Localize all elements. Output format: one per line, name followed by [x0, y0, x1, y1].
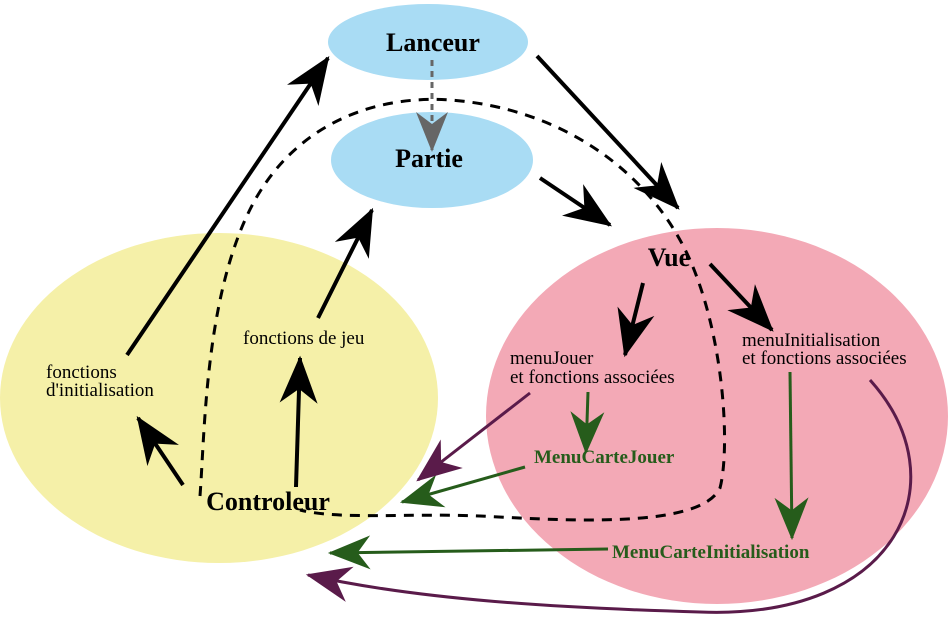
arrow-carteinit-controleur	[327, 535, 609, 570]
arrow-vue-menuinit	[708, 262, 774, 332]
label-fonctions-init-1: fonctions	[46, 362, 117, 383]
arrow-partie-vue	[538, 176, 612, 227]
vue-ellipse	[486, 228, 948, 604]
lanceur-ellipse	[328, 4, 528, 80]
label-fonctions-init-2: d'initialisation	[46, 380, 154, 401]
arrow-vue-menujouer	[617, 282, 655, 358]
label-menu-jouer-2: et fonctions associées	[510, 367, 675, 388]
arrow-menujouer-cartejouer	[570, 391, 605, 455]
label-menu-init-2: et fonctions associées	[742, 348, 907, 369]
arrow-lanceur-vue	[535, 54, 680, 210]
node-vue: Vue	[648, 243, 690, 272]
arrow-controleur-init	[136, 416, 185, 487]
dashed-loop-path	[198, 97, 727, 522]
arrow-menuinit-controleur	[305, 378, 913, 614]
label-fonctions-jeu: fonctions de jeu	[243, 328, 365, 349]
arrow-controleur-jeu	[279, 355, 318, 488]
arrow-menuinit-carteinit	[774, 371, 809, 541]
node-controleur: Controleur	[206, 487, 330, 516]
node-partie: Partie	[395, 144, 463, 173]
arrow-menujouer-controleur	[416, 391, 531, 482]
arrow-init-lanceur	[125, 56, 330, 357]
label-menu-carte-jouer: MenuCarteJouer	[534, 447, 675, 468]
label-menu-init-1: menuInitialisation	[742, 330, 881, 351]
controleur-ellipse	[0, 233, 438, 563]
node-lanceur: Lanceur	[386, 28, 480, 57]
arrow-jeu-partie	[316, 207, 374, 319]
partie-ellipse	[331, 112, 533, 208]
label-menu-jouer-1: menuJouer	[510, 348, 594, 369]
arrow-cartejouer-controleur	[399, 465, 526, 508]
label-menu-carte-init: MenuCarteInitialisation	[612, 542, 810, 563]
